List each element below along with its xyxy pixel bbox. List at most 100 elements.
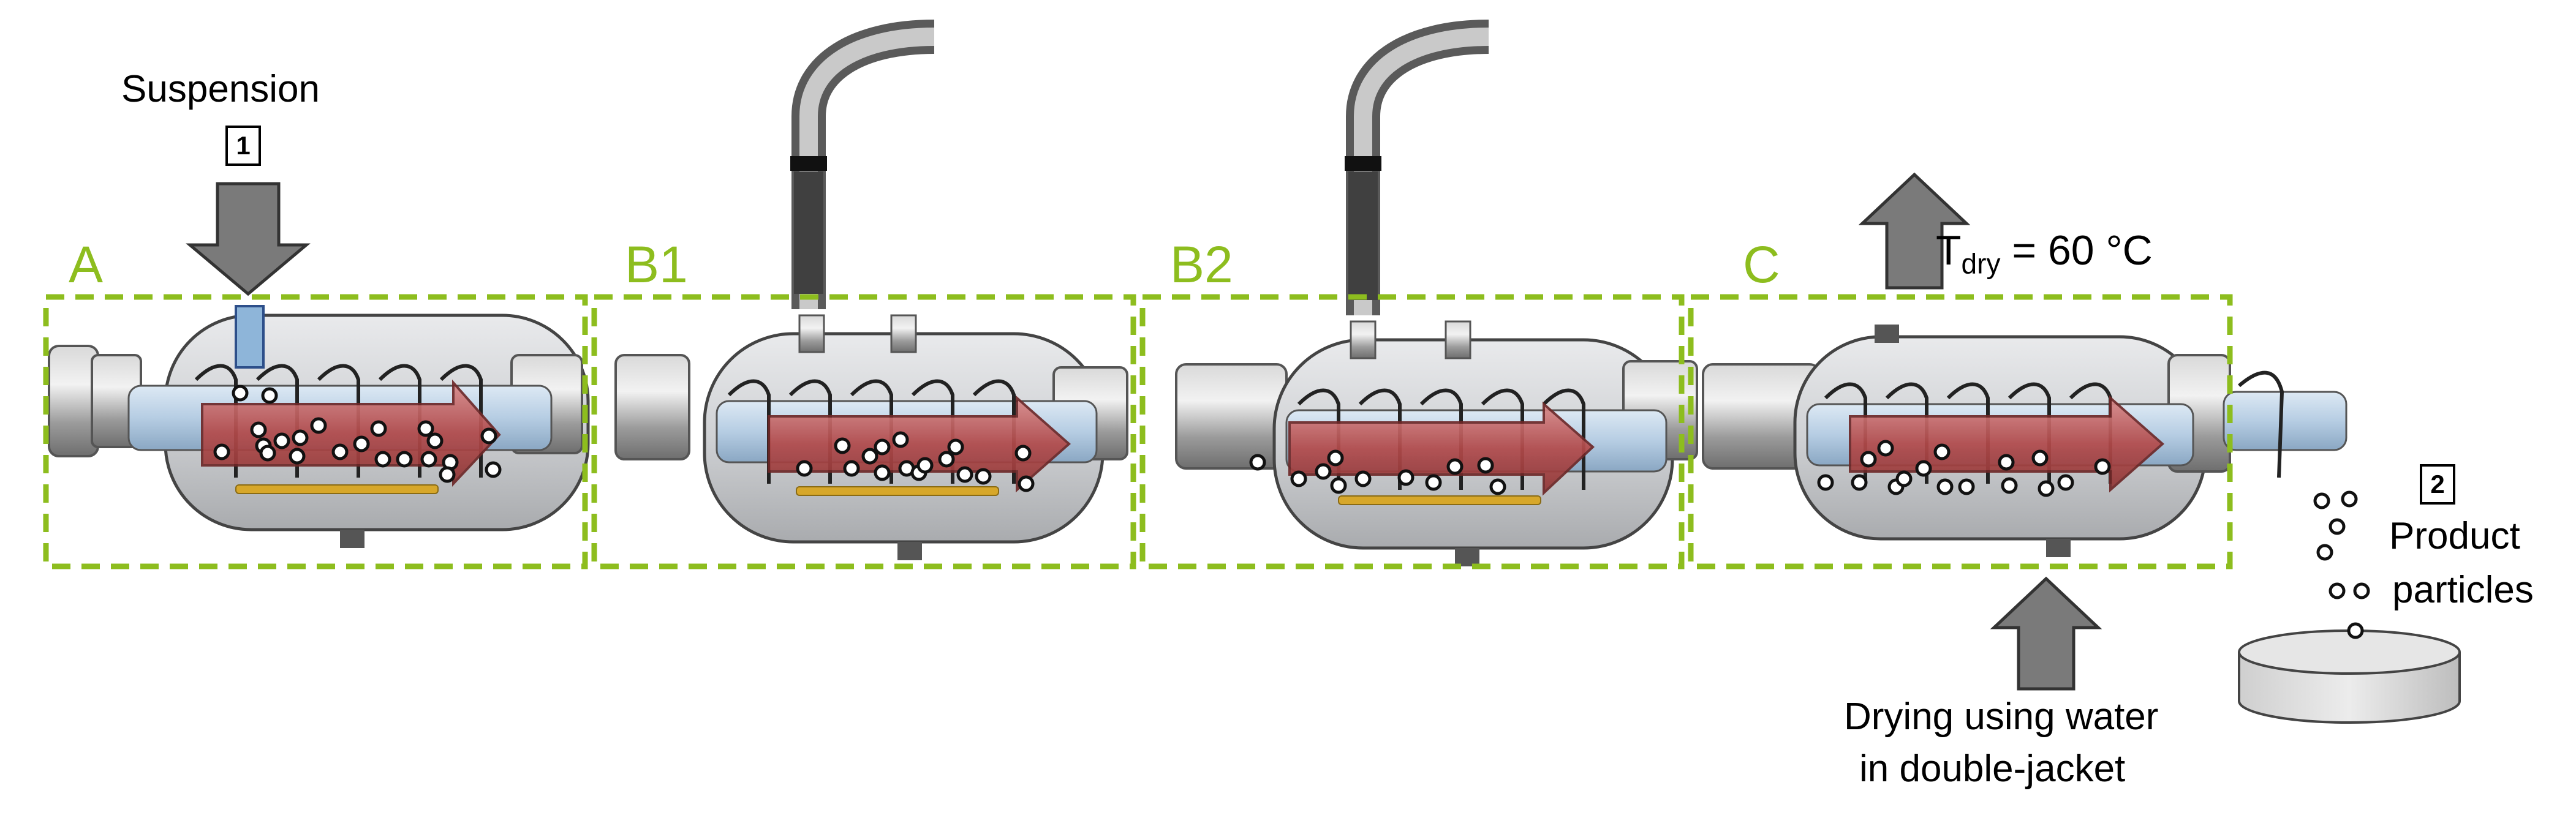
section-label-c: C — [1743, 236, 1780, 293]
particle — [1354, 470, 1372, 487]
top-port — [1875, 325, 1899, 343]
product-label-line1: Product — [2389, 515, 2520, 557]
particle — [2353, 582, 2370, 599]
particle — [232, 385, 249, 402]
module-b2 — [1175, 20, 1698, 566]
particle — [331, 443, 349, 460]
heater-strip — [1338, 495, 1541, 505]
particle — [1936, 478, 1954, 495]
particle — [1915, 460, 1932, 477]
bottom-port — [340, 530, 364, 548]
particle — [874, 438, 891, 456]
module-c — [1702, 325, 2347, 557]
screw-flights — [727, 379, 1016, 484]
particle — [892, 431, 909, 448]
particle — [1860, 451, 1877, 468]
particle — [1014, 445, 1032, 462]
particle — [2057, 474, 2074, 491]
inlet-port — [798, 314, 825, 353]
product-label-line2: particles — [2392, 569, 2534, 611]
temperature-value: = 60 °C — [2000, 227, 2153, 274]
particle — [975, 468, 992, 485]
drying-label-line2: in double-jacket — [1859, 748, 2126, 790]
feed-hose-highlight — [799, 28, 935, 309]
particle — [874, 464, 891, 481]
suspension-label: Suspension — [121, 68, 320, 110]
particle — [310, 417, 327, 434]
outlet-shaft — [2223, 391, 2347, 451]
particle — [1998, 454, 2015, 471]
particle — [1895, 470, 1913, 487]
section-frame-c — [1688, 294, 2233, 569]
water-arrow-up-arrow-icon — [1990, 576, 2102, 691]
section-label-a: A — [69, 236, 104, 293]
particle — [1446, 458, 1464, 475]
drying-temperature-label: Tdry = 60 °C — [1936, 227, 2153, 280]
right-arrow-icon — [1288, 401, 1595, 496]
screw-flights — [194, 364, 483, 478]
drying-label-line1: Drying using water — [1844, 696, 2159, 738]
particle — [2001, 477, 2018, 494]
particle — [2329, 518, 2346, 535]
particle — [1397, 469, 1415, 486]
hose-connector — [1345, 156, 1381, 171]
temperature-subscript: dry — [1961, 247, 2001, 280]
particle — [1851, 474, 1868, 491]
left-end-cap — [614, 354, 690, 460]
particle — [1877, 440, 1894, 457]
particle — [834, 437, 851, 454]
section-frame-b1 — [591, 294, 1136, 569]
particle — [259, 445, 276, 462]
module-b1 — [614, 20, 1128, 560]
section-frame-b2 — [1139, 294, 1685, 569]
particle — [417, 420, 434, 437]
particle — [426, 432, 444, 449]
particle — [2031, 449, 2049, 467]
particle — [213, 443, 230, 460]
particle — [1477, 457, 1494, 474]
particle — [1489, 478, 1506, 495]
particle — [916, 457, 934, 474]
particle — [353, 435, 370, 452]
particle — [370, 420, 387, 437]
particle — [1327, 449, 1344, 467]
feed-hose-highlight — [1354, 28, 1489, 315]
particle — [289, 448, 306, 465]
hose-end — [1348, 171, 1378, 300]
particle — [2316, 544, 2333, 561]
left-end-cap — [1175, 363, 1288, 470]
particle — [439, 466, 456, 483]
particle — [1249, 454, 1266, 471]
heater-strip — [796, 486, 999, 496]
step-2-badge: 2 — [2420, 464, 2455, 505]
particle — [796, 460, 813, 477]
particle — [2313, 492, 2330, 509]
heater-strip — [235, 484, 439, 494]
particle — [2341, 490, 2358, 508]
particle — [374, 451, 391, 468]
bottom-port — [1455, 548, 1479, 566]
particle — [396, 451, 413, 468]
particle — [2329, 582, 2346, 599]
section-frames — [43, 294, 2233, 569]
outlet-screw-flight — [2238, 370, 2284, 478]
hose-connector — [790, 156, 827, 171]
screw-flights — [1297, 388, 1585, 490]
particle — [1425, 474, 1442, 491]
section-frame-a — [43, 294, 588, 569]
step-1-badge: 1 — [225, 126, 261, 166]
particle — [1330, 477, 1347, 494]
dish-icon — [2238, 629, 2461, 724]
section-label-b2: B2 — [1170, 236, 1233, 293]
particle — [485, 461, 502, 478]
particles — [213, 385, 2370, 639]
particle — [861, 448, 878, 465]
feed-arrow-down-arrow-icon — [186, 182, 311, 296]
hose-end — [794, 171, 823, 294]
particle — [261, 387, 278, 404]
inlet-port — [1350, 320, 1377, 359]
particle — [956, 466, 973, 483]
particle — [273, 432, 290, 449]
particle — [1315, 463, 1332, 480]
